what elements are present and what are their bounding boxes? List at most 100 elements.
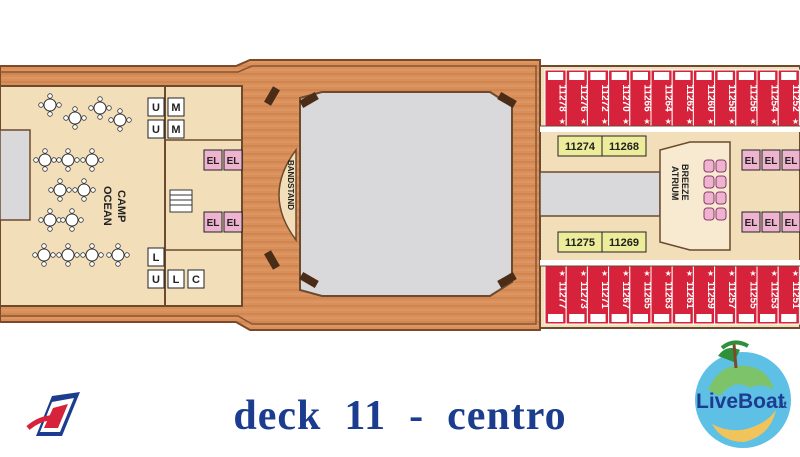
bandstand-label: BANDSTAND: [286, 160, 295, 210]
svg-text:EL: EL: [207, 218, 220, 229]
svg-text:11275: 11275: [565, 237, 595, 249]
cabin-11251: 11251★: [777, 265, 800, 325]
cabin-11262: 11262★: [671, 69, 695, 127]
cabin-number: 11263: [663, 281, 674, 309]
balcony-icon: [654, 314, 670, 322]
cabin-number: 11251: [790, 281, 800, 309]
cabin-11277: 11277 ★: [544, 265, 568, 325]
balcony-icon: [696, 314, 712, 322]
star-icon: ★: [559, 269, 566, 278]
balcony-icon: [738, 314, 754, 322]
table-icon: [108, 108, 132, 132]
table-icon: [33, 148, 57, 172]
table-icon: [56, 148, 80, 172]
camp-ocean-label-1: CAMP: [115, 190, 127, 222]
cabin-11271: 11271★: [586, 265, 610, 325]
cabin-11252: 11252 ★: [777, 69, 800, 127]
pool-area: [299, 91, 513, 297]
elevators-right: EL EL EL EL EL EL: [741, 149, 800, 233]
table-icon: [88, 96, 112, 120]
cabin-number: 11255: [747, 281, 758, 309]
balcony-icon: [548, 72, 564, 80]
cabin-number: 11257: [726, 281, 737, 309]
label-men-2: M: [171, 124, 180, 136]
cabin-number: 11260: [705, 84, 716, 112]
balcony-icon: [611, 72, 627, 80]
svg-text:11269: 11269: [609, 237, 639, 249]
table-icon: [80, 243, 104, 267]
cabin-11256: 11256 ★: [735, 69, 758, 127]
table-icon: [63, 106, 87, 130]
balcony-icon: [548, 314, 564, 322]
svg-text:11274: 11274: [565, 141, 596, 153]
facility-boxes: U M U M L U L C: [147, 97, 205, 289]
star-icon: ★: [622, 117, 629, 126]
atrium-seat: [715, 191, 727, 205]
balcony-icon: [717, 314, 733, 322]
star-icon: ★: [580, 269, 587, 278]
label-utility-2: U: [152, 124, 160, 136]
cabin-number: 11271: [599, 281, 610, 309]
balcony-icon: [590, 314, 606, 322]
star-icon: ★: [707, 269, 714, 278]
atrium-seat: [703, 159, 715, 173]
star-icon: ★: [792, 117, 799, 126]
cabin-number: 11262: [684, 84, 695, 112]
star-icon: ★: [707, 117, 714, 126]
cabin-11267: 11267★: [608, 265, 631, 325]
cabin-11260: 11260 ★: [692, 69, 716, 127]
balcony-icon: [569, 314, 585, 322]
staircase: [169, 189, 193, 213]
deck-title: deck 11 - centro: [233, 393, 567, 439]
cabin-number: 11276: [578, 84, 589, 112]
balcony-icon: [781, 314, 797, 322]
label-ladies-2: L: [173, 274, 180, 286]
atrium-seat: [715, 175, 727, 189]
cabin-number: 11266: [641, 84, 652, 112]
deck-loungers: [264, 86, 517, 288]
balcony-icon: [717, 72, 733, 80]
cabin-number: 11277: [557, 281, 568, 309]
svg-text:EL: EL: [765, 156, 778, 167]
balcony-icon: [675, 314, 691, 322]
cabin-number: 11278: [557, 84, 568, 112]
star-icon: ★: [728, 117, 735, 126]
cabin-11255: 11255★: [735, 265, 758, 325]
liveboat-logo-icon: LiveBoat .it: [695, 340, 791, 448]
balcony-icon: [632, 314, 648, 322]
balcony-icon: [654, 72, 670, 80]
carnival-logo-icon: [26, 392, 80, 436]
table-icon: [72, 178, 96, 202]
table-icon: [60, 208, 84, 232]
cabin-number: 11267: [620, 281, 631, 309]
cabin-number: 11253: [769, 281, 780, 309]
table-icon: [38, 93, 62, 117]
breeze-atrium-label-1: BREEZE: [680, 164, 690, 201]
cabin-11263: 11263★: [650, 265, 674, 325]
camp-ocean-label-2: OCEAN: [101, 186, 113, 226]
bandstand-stage: [278, 147, 297, 243]
atrium-seat: [703, 175, 715, 189]
svg-text:EL: EL: [745, 218, 758, 229]
balcony-icon: [760, 72, 776, 80]
cabin-11273: 11273★: [565, 265, 589, 325]
balcony-icon: [569, 72, 585, 80]
balcony-icon: [632, 72, 648, 80]
cabin-number: 11252: [790, 84, 800, 112]
corridor-bottom: [540, 260, 800, 266]
label-utility-3: U: [152, 274, 160, 286]
star-icon: ★: [749, 117, 756, 126]
svg-text:11268: 11268: [609, 141, 639, 153]
liveboat-wordmark: LiveBoat: [696, 390, 785, 413]
corridor-top: [540, 126, 800, 132]
cabin-row-top: 11278★11276★11272★11270★11266★11264★1126…: [544, 69, 800, 127]
table-icon: [56, 243, 80, 267]
balcony-icon: [590, 72, 606, 80]
svg-text:EL: EL: [745, 156, 758, 167]
star-icon: ★: [580, 117, 587, 126]
cabin-number: 11256: [747, 84, 758, 112]
atrium-seat: [703, 191, 715, 205]
cabin-number: 11264: [663, 84, 674, 112]
atrium-seat: [715, 159, 727, 173]
atrium-seat: [715, 207, 727, 221]
